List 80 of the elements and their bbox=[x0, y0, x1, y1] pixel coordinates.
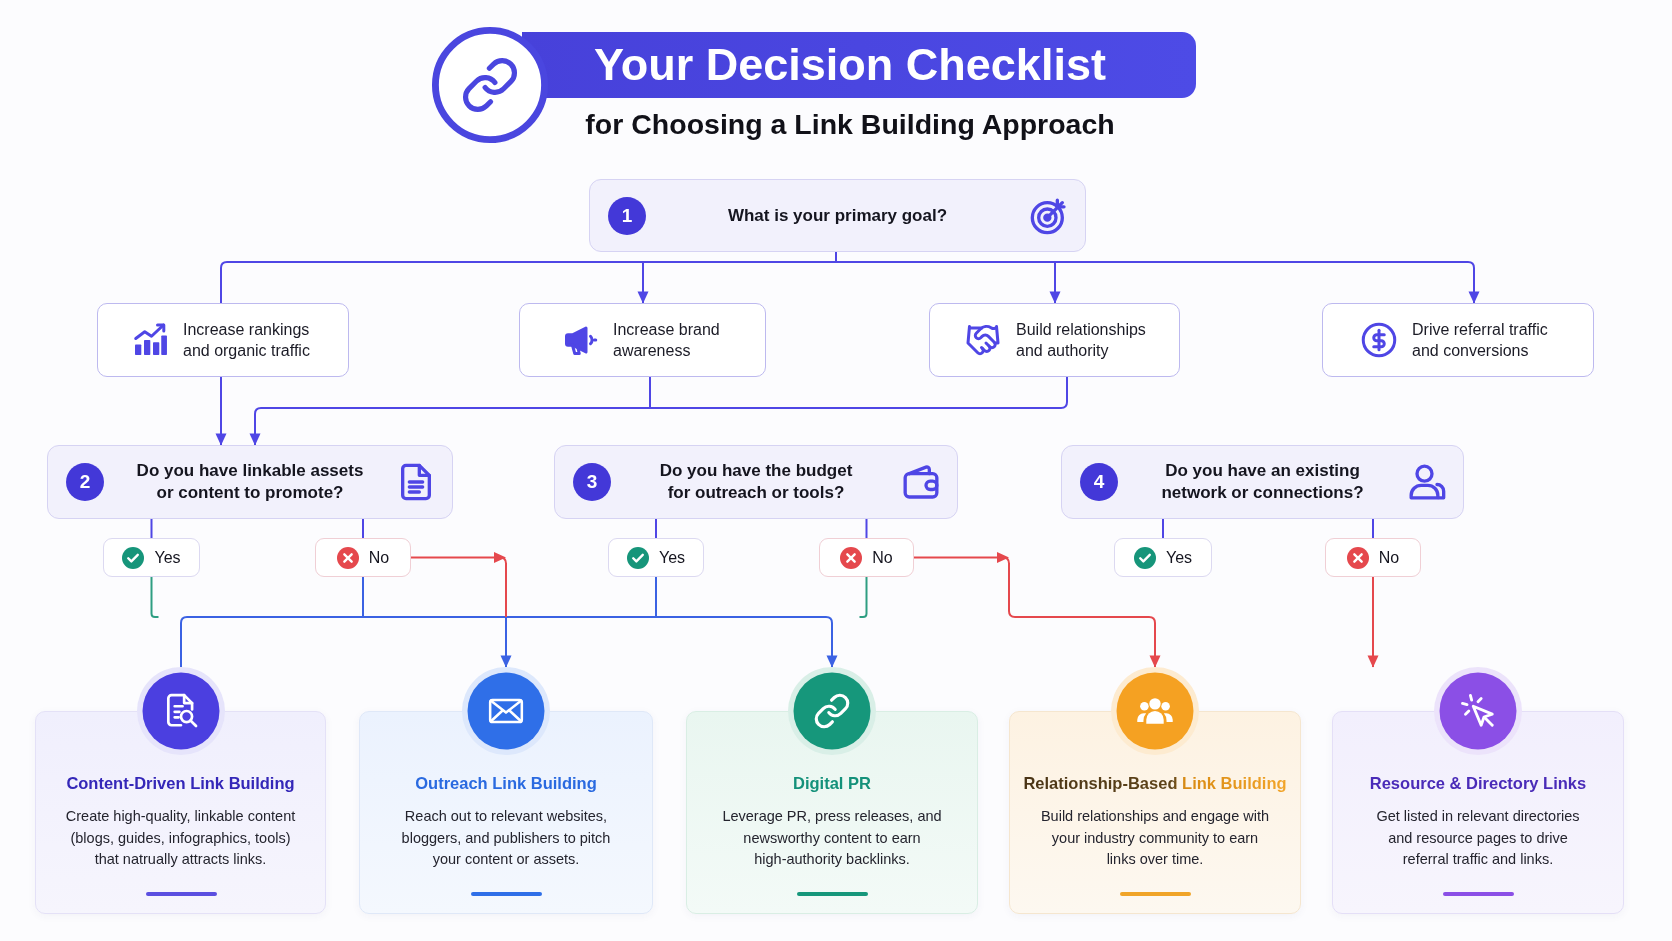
answer-text: No bbox=[872, 548, 893, 567]
approach-card bbox=[1009, 667, 1301, 914]
approach-card bbox=[359, 667, 653, 914]
connector-line bbox=[180, 616, 188, 668]
step-badge: 1 bbox=[608, 196, 646, 235]
answer-pill bbox=[1325, 538, 1421, 577]
answer-pill bbox=[315, 538, 411, 577]
option-text: Drive referral traffic and conversions bbox=[1412, 320, 1549, 361]
arrow bbox=[1467, 261, 1480, 304]
step-badge: 2 bbox=[66, 463, 104, 501]
arrow bbox=[1367, 576, 1379, 668]
answer-pill bbox=[819, 538, 914, 577]
card-title: Content-Driven Link Building bbox=[66, 773, 295, 794]
connector-line bbox=[858, 576, 868, 618]
approach-card bbox=[1332, 667, 1624, 914]
connector-line bbox=[835, 261, 1056, 263]
card-title: Outreach Link Building bbox=[415, 773, 597, 794]
card-description: Get listed in relevant directories and resource pages to drive referral traffic and links. bbox=[1375, 807, 1581, 869]
arrow bbox=[249, 407, 262, 446]
answer-pill bbox=[1114, 538, 1212, 577]
approach-card bbox=[35, 667, 326, 914]
connector-line bbox=[186, 616, 364, 618]
card-description: Leverage PR, press releases, and newsworthy content to earn high-authority backlinks. bbox=[721, 807, 943, 869]
connector-line bbox=[1060, 376, 1068, 409]
answer-pill bbox=[608, 538, 704, 577]
connector-line bbox=[362, 616, 507, 618]
question-box bbox=[47, 445, 453, 519]
connector-line bbox=[260, 407, 651, 409]
approach-card bbox=[686, 667, 978, 914]
question-box bbox=[589, 179, 1086, 252]
connector-line bbox=[655, 616, 827, 618]
arrow bbox=[637, 261, 649, 304]
card-title: Resource & Directory Links bbox=[1369, 773, 1587, 794]
option-box bbox=[1322, 303, 1594, 377]
connector-line bbox=[835, 251, 837, 263]
connector-line bbox=[150, 518, 153, 539]
answer-text: No bbox=[368, 548, 390, 567]
arrow bbox=[825, 616, 838, 668]
question-text: Do you have an existing network or connections? bbox=[1160, 460, 1365, 504]
answer-text: Yes bbox=[154, 548, 181, 567]
option-text: Build relationships and authority bbox=[1016, 320, 1147, 361]
connector-line bbox=[649, 376, 651, 409]
question-text: What is your primary goal? bbox=[726, 204, 949, 227]
connector-line bbox=[220, 261, 228, 304]
connector-line bbox=[1054, 261, 1469, 263]
card-description: Reach out to relevant websites, bloggers, and publishers to pitch your content or assets. bbox=[400, 807, 612, 869]
option-box bbox=[97, 303, 349, 377]
arrow bbox=[1049, 261, 1061, 304]
arrow bbox=[410, 552, 507, 618]
connector-line bbox=[362, 576, 364, 618]
option-text: Increase brand awareness bbox=[613, 320, 721, 361]
connector-line bbox=[649, 407, 1062, 409]
answer-pill bbox=[103, 538, 200, 577]
option-box bbox=[929, 303, 1180, 377]
question-text: Do you have linkable assets or content to promote? bbox=[135, 460, 365, 504]
step-badge: 3 bbox=[573, 463, 611, 501]
step-badge: 4 bbox=[1080, 463, 1118, 501]
answer-text: Yes bbox=[658, 548, 686, 567]
card-description: Build relationships and engage with your industry community to earn links over time. bbox=[1039, 807, 1271, 869]
title-banner: Your Decision Checklist bbox=[522, 32, 1196, 98]
answer-text: No bbox=[1378, 548, 1400, 567]
connector-line bbox=[150, 576, 160, 618]
connector-line bbox=[1372, 518, 1374, 539]
connector-line bbox=[655, 518, 657, 539]
question-box bbox=[554, 445, 958, 519]
question-box bbox=[1061, 445, 1464, 519]
arrow bbox=[215, 376, 227, 446]
connector-line bbox=[1162, 518, 1164, 539]
card-description: Create high-quality, linkable content (blogs, guides, infographics, tools) that natrually attracts links. bbox=[64, 807, 297, 869]
option-text: Increase rankings and organic traffic bbox=[183, 320, 311, 361]
connector-line bbox=[226, 261, 644, 263]
subtitle: for Choosing a Link Building Approach bbox=[584, 107, 1116, 142]
answer-text: Yes bbox=[1165, 548, 1193, 567]
question-text: Do you have the budget for outreach or tools? bbox=[658, 460, 854, 504]
arrow bbox=[913, 552, 1161, 668]
connector-line bbox=[642, 261, 837, 263]
card-title: Digital PR bbox=[793, 773, 871, 794]
connector-line bbox=[362, 518, 364, 539]
connector-line bbox=[865, 518, 868, 539]
option-box bbox=[519, 303, 766, 377]
